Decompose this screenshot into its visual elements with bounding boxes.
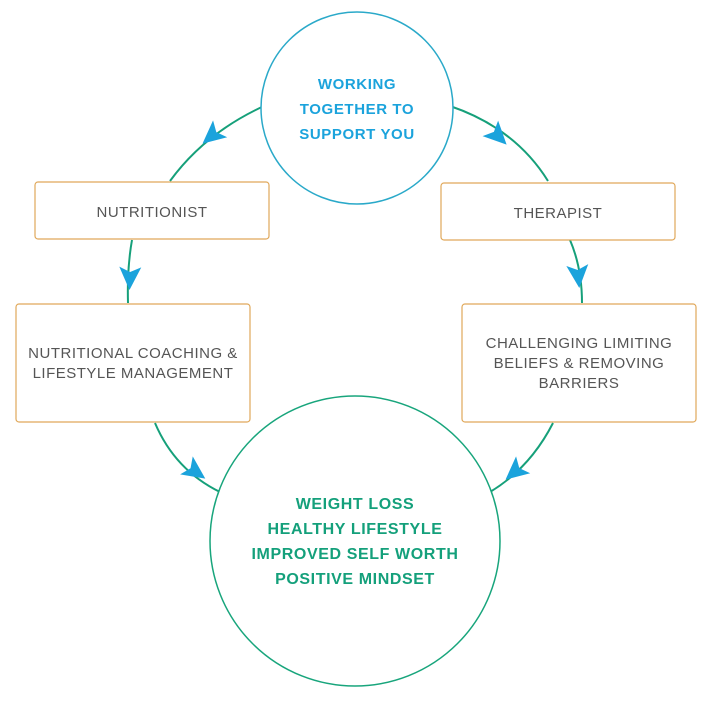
nutritional-coaching-line-1: NUTRITIONAL COACHING & [28, 345, 238, 362]
arrow-right-top-icon [482, 120, 507, 145]
limiting-beliefs-box [461, 303, 697, 423]
nutritional-coaching-node: NUTRITIONAL COACHING & LIFESTYLE MANAGEM… [15, 303, 251, 423]
top-circle-node: WORKING TOGETHER TO SUPPORT YOU [260, 11, 454, 205]
limiting-beliefs-line-1: CHALLENGING LIMITING [486, 335, 673, 352]
therapist-node: THERAPIST [440, 182, 676, 241]
limiting-beliefs-line-2: BELIEFS & REMOVING [494, 355, 665, 372]
top-circle-line-3: SUPPORT YOU [299, 126, 415, 143]
top-circle-line-2: TOGETHER TO [300, 101, 414, 118]
limiting-beliefs-node: CHALLENGING LIMITING BELIEFS & REMOVING … [461, 303, 697, 423]
connector-top-to-therapist [449, 105, 549, 182]
outcome-line-1: WEIGHT LOSS [296, 496, 415, 513]
arrow-right-middle-icon [566, 264, 589, 288]
outcome-line-2: HEALTHY LIFESTYLE [268, 521, 443, 538]
arrow-left-bottom-icon [180, 456, 206, 479]
outcome-line-4: POSITIVE MINDSET [275, 571, 435, 588]
outcome-circle-node: WEIGHT LOSS HEALTHY LIFESTYLE IMPROVED S… [209, 395, 501, 687]
top-circle [260, 11, 454, 205]
nutritionist-node: NUTRITIONIST [34, 181, 270, 240]
arrow-left-middle-icon [119, 266, 142, 290]
nutritional-coaching-line-2: LIFESTYLE MANAGEMENT [33, 365, 234, 382]
outcome-line-3: IMPROVED SELF WORTH [252, 546, 459, 563]
arrow-right-bottom-icon [505, 456, 531, 480]
connector-beliefs-to-outcome [489, 422, 554, 493]
arrow-left-top-icon [202, 120, 228, 144]
outcome-circle [209, 395, 501, 687]
nutritionist-label: NUTRITIONIST [97, 204, 208, 221]
arrowheads [119, 120, 589, 480]
limiting-beliefs-line-3: BARRIERS [539, 375, 620, 392]
connector-coaching-to-outcome [154, 422, 221, 493]
therapist-box [440, 182, 676, 241]
top-circle-line-1: WORKING [318, 76, 396, 93]
connectors [126, 105, 583, 493]
nutritional-coaching-box [15, 303, 251, 423]
nutritionist-box [34, 181, 270, 240]
connector-top-to-nutritionist [169, 105, 265, 182]
connector-nutritionist-to-coaching [126, 239, 133, 304]
therapist-label: THERAPIST [514, 205, 603, 222]
